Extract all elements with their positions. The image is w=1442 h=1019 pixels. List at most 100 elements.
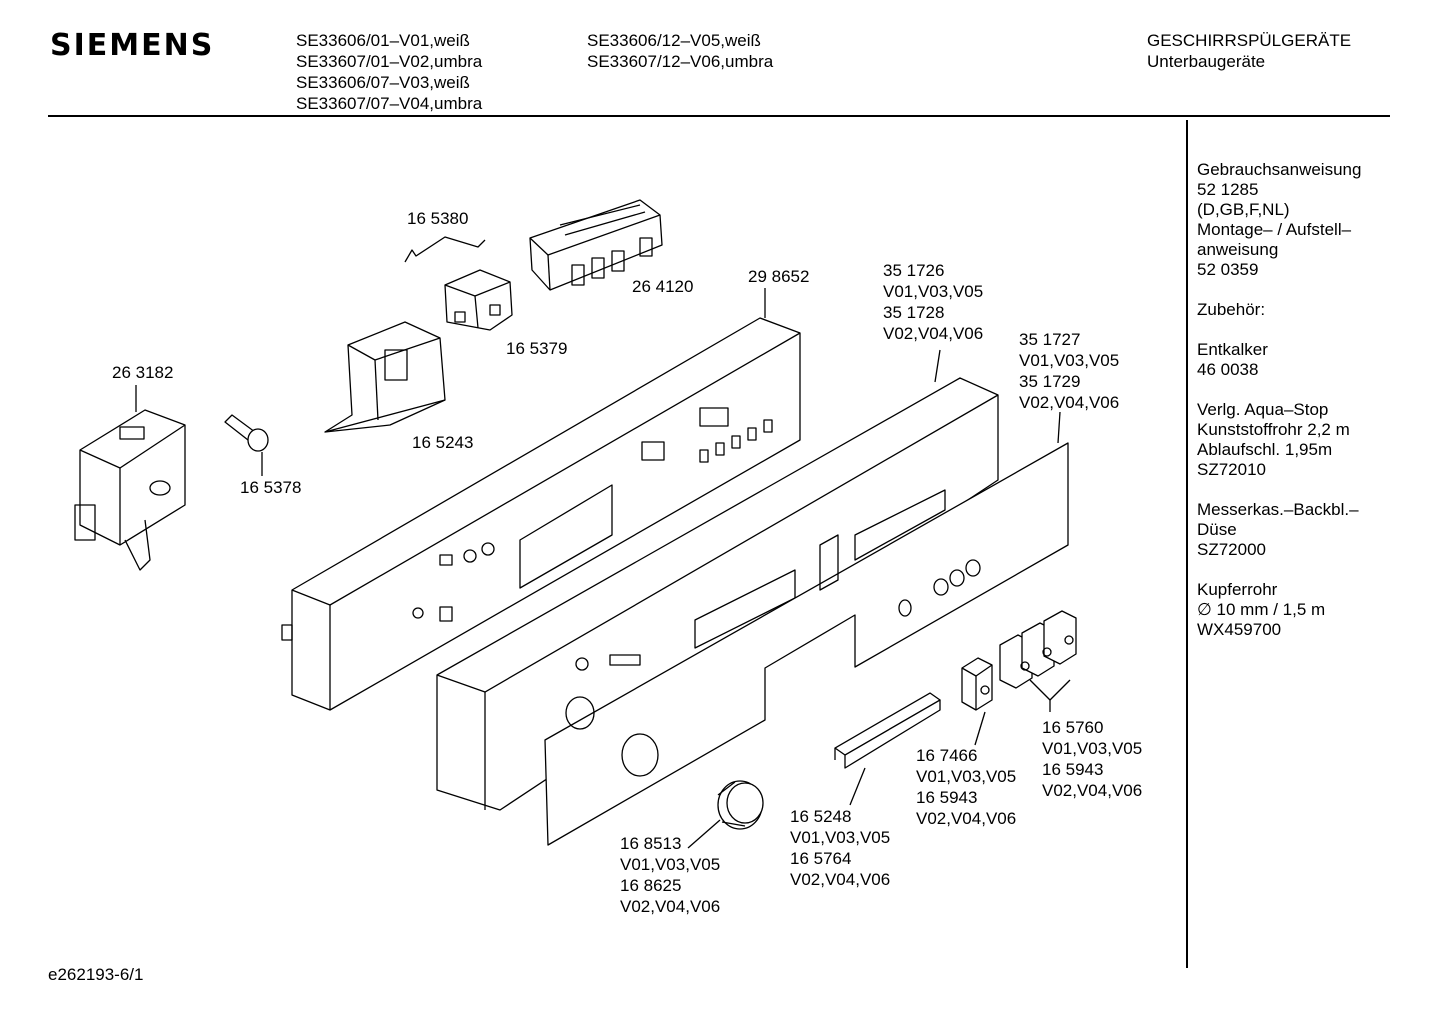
model-line: SE33607/12–V06,umbra	[587, 52, 774, 71]
part-label-351726: 35 1726 V01,V03,V05 35 1728 V02,V04,V06	[883, 260, 983, 344]
sidebar-line: SZ72000	[1197, 540, 1266, 559]
part-number: 16 5248	[790, 807, 852, 826]
model-line: SE33606/01–V01,weiß	[296, 31, 470, 50]
part-number: 35 1729	[1019, 372, 1081, 391]
part-label-168513: 16 8513 V01,V03,V05 16 8625 V02,V04,V06	[620, 833, 720, 917]
part-label-165248: 16 5248 V01,V03,V05 16 5764 V02,V04,V06	[790, 806, 890, 890]
variant-list: V01,V03,V05	[1019, 351, 1120, 370]
decor-panel-part	[545, 443, 1068, 845]
model-line: SE33606/07–V03,weiß	[296, 73, 470, 92]
drawing-reference: e262193-6/1	[48, 965, 144, 984]
facia-part	[437, 378, 998, 810]
variant-list: V02,V04,V06	[790, 870, 891, 889]
variant-list: V01,V03,V05	[916, 767, 1017, 786]
part-number: 16 5764	[790, 849, 852, 868]
part-number: 16 8625	[620, 876, 682, 895]
part-number: 16 5760	[1042, 718, 1104, 737]
wire-clip-part	[405, 237, 485, 262]
part-label-165378: 16 5378	[240, 477, 301, 498]
leader-lines	[136, 288, 1070, 848]
sidebar-line: Montage– / Aufstell–	[1197, 220, 1352, 239]
sidebar-line: WX459700	[1197, 620, 1282, 639]
part-number: 16 8513	[620, 834, 682, 853]
display-strip-part	[835, 693, 940, 768]
part-label-165760: 16 5760 V01,V03,V05 16 5943 V02,V04,V06	[1042, 717, 1142, 801]
variant-list: V02,V04,V06	[883, 324, 984, 343]
sidebar-line: Kupferrohr	[1197, 580, 1278, 599]
part-number: 16 5379	[506, 339, 568, 358]
part-number: 16 5380	[407, 209, 469, 228]
bracket-part	[325, 322, 445, 432]
sidebar-line: anweisung	[1197, 240, 1279, 259]
variant-list: V01,V03,V05	[1042, 739, 1143, 758]
sidebar-line: SZ72010	[1197, 460, 1266, 479]
part-number: 26 4120	[632, 277, 694, 296]
part-label-165379: 16 5379	[506, 338, 567, 359]
part-label-298652: 29 8652	[748, 266, 809, 287]
sidebar-divider	[1186, 120, 1188, 968]
brand-logo: SIEMENS	[50, 28, 215, 63]
variant-list: V02,V04,V06	[1042, 781, 1143, 800]
accessories-heading: Zubehör:	[1197, 300, 1387, 320]
aquastop-block: Verlg. Aqua–Stop Kunststoffrohr 2,2 m Ab…	[1197, 400, 1387, 480]
variant-list: V01,V03,V05	[790, 828, 891, 847]
part-number: 35 1727	[1019, 330, 1081, 349]
sidebar-line: Gebrauchsanweisung	[1197, 160, 1362, 179]
variant-list: V02,V04,V06	[1019, 393, 1120, 412]
sidebar-line: Ablaufschl. 1,95m	[1197, 440, 1333, 459]
sidebar-line: (D,GB,F,NL)	[1197, 200, 1290, 219]
nozzle-block: Messerkas.–Backbl.– Düse SZ72000	[1197, 500, 1387, 560]
part-label-351727: 35 1727 V01,V03,V05 35 1729 V02,V04,V06	[1019, 329, 1119, 413]
part-label-264120: 26 4120	[632, 276, 693, 297]
accessories-sidebar: Gebrauchsanweisung 52 1285 (D,GB,F,NL) M…	[1197, 160, 1387, 660]
model-line: SE33607/07–V04,umbra	[296, 94, 483, 113]
part-number: 16 5943	[916, 788, 978, 807]
part-number: 26 3182	[112, 363, 174, 382]
sidebar-line: 52 0359	[1197, 260, 1259, 279]
part-number: 35 1726	[883, 261, 945, 280]
part-number: 35 1728	[883, 303, 945, 322]
sidebar-line: Zubehör:	[1197, 300, 1266, 319]
manual-block: Gebrauchsanweisung 52 1285 (D,GB,F,NL) M…	[1197, 160, 1387, 280]
model-list-2: SE33606/12–V05,weiß SE33607/12–V06,umbra	[587, 30, 773, 72]
knob-part	[718, 781, 763, 829]
descaler-block: Entkalker 46 0038	[1197, 340, 1387, 380]
switch-block-part	[530, 200, 662, 290]
indicator-lamp-part	[225, 415, 268, 451]
part-label-263182: 26 3182	[112, 362, 173, 383]
category-title: GESCHIRRSPÜLGERÄTE	[1147, 31, 1352, 50]
model-line: SE33607/01–V02,umbra	[296, 52, 483, 71]
part-label-165380: 16 5380	[407, 208, 468, 229]
copper-pipe-block: Kupferrohr ∅ 10 mm / 1,5 m WX459700	[1197, 580, 1387, 640]
subcategory-title: Unterbaugeräte	[1147, 52, 1266, 71]
part-number: 29 8652	[748, 267, 810, 286]
sidebar-line: Messerkas.–Backbl.–	[1197, 500, 1359, 519]
variant-list: V01,V03,V05	[883, 282, 984, 301]
part-number: 16 7466	[916, 746, 978, 765]
sidebar-line: ∅ 10 mm / 1,5 m	[1197, 600, 1326, 619]
relay-part	[445, 270, 512, 330]
category-block: GESCHIRRSPÜLGERÄTE Unterbaugeräte	[1147, 30, 1351, 72]
sidebar-line: Kunststoffrohr 2,2 m	[1197, 420, 1350, 439]
variant-list: V02,V04,V06	[620, 897, 721, 916]
sidebar-line: 52 1285	[1197, 180, 1259, 199]
sidebar-line: Entkalker	[1197, 340, 1268, 359]
variant-list: V02,V04,V06	[916, 809, 1017, 828]
variant-list: V01,V03,V05	[620, 855, 721, 874]
sidebar-line: Düse	[1197, 520, 1237, 539]
timer-motor-part	[75, 410, 185, 570]
part-number: 16 5378	[240, 478, 302, 497]
sidebar-line: Verlg. Aqua–Stop	[1197, 400, 1329, 419]
panel-carrier-part	[282, 318, 800, 710]
pushbutton-group-part	[1000, 611, 1076, 688]
sidebar-line: 46 0038	[1197, 360, 1259, 379]
model-line: SE33606/12–V05,weiß	[587, 31, 761, 50]
pushbutton-part	[962, 658, 992, 710]
part-label-165243: 16 5243	[412, 432, 473, 453]
part-number: 16 5243	[412, 433, 474, 452]
part-label-167466: 16 7466 V01,V03,V05 16 5943 V02,V04,V06	[916, 745, 1016, 829]
part-number: 16 5943	[1042, 760, 1104, 779]
header-divider	[48, 115, 1390, 117]
model-list-1: SE33606/01–V01,weiß SE33607/01–V02,umbra…	[296, 30, 482, 114]
